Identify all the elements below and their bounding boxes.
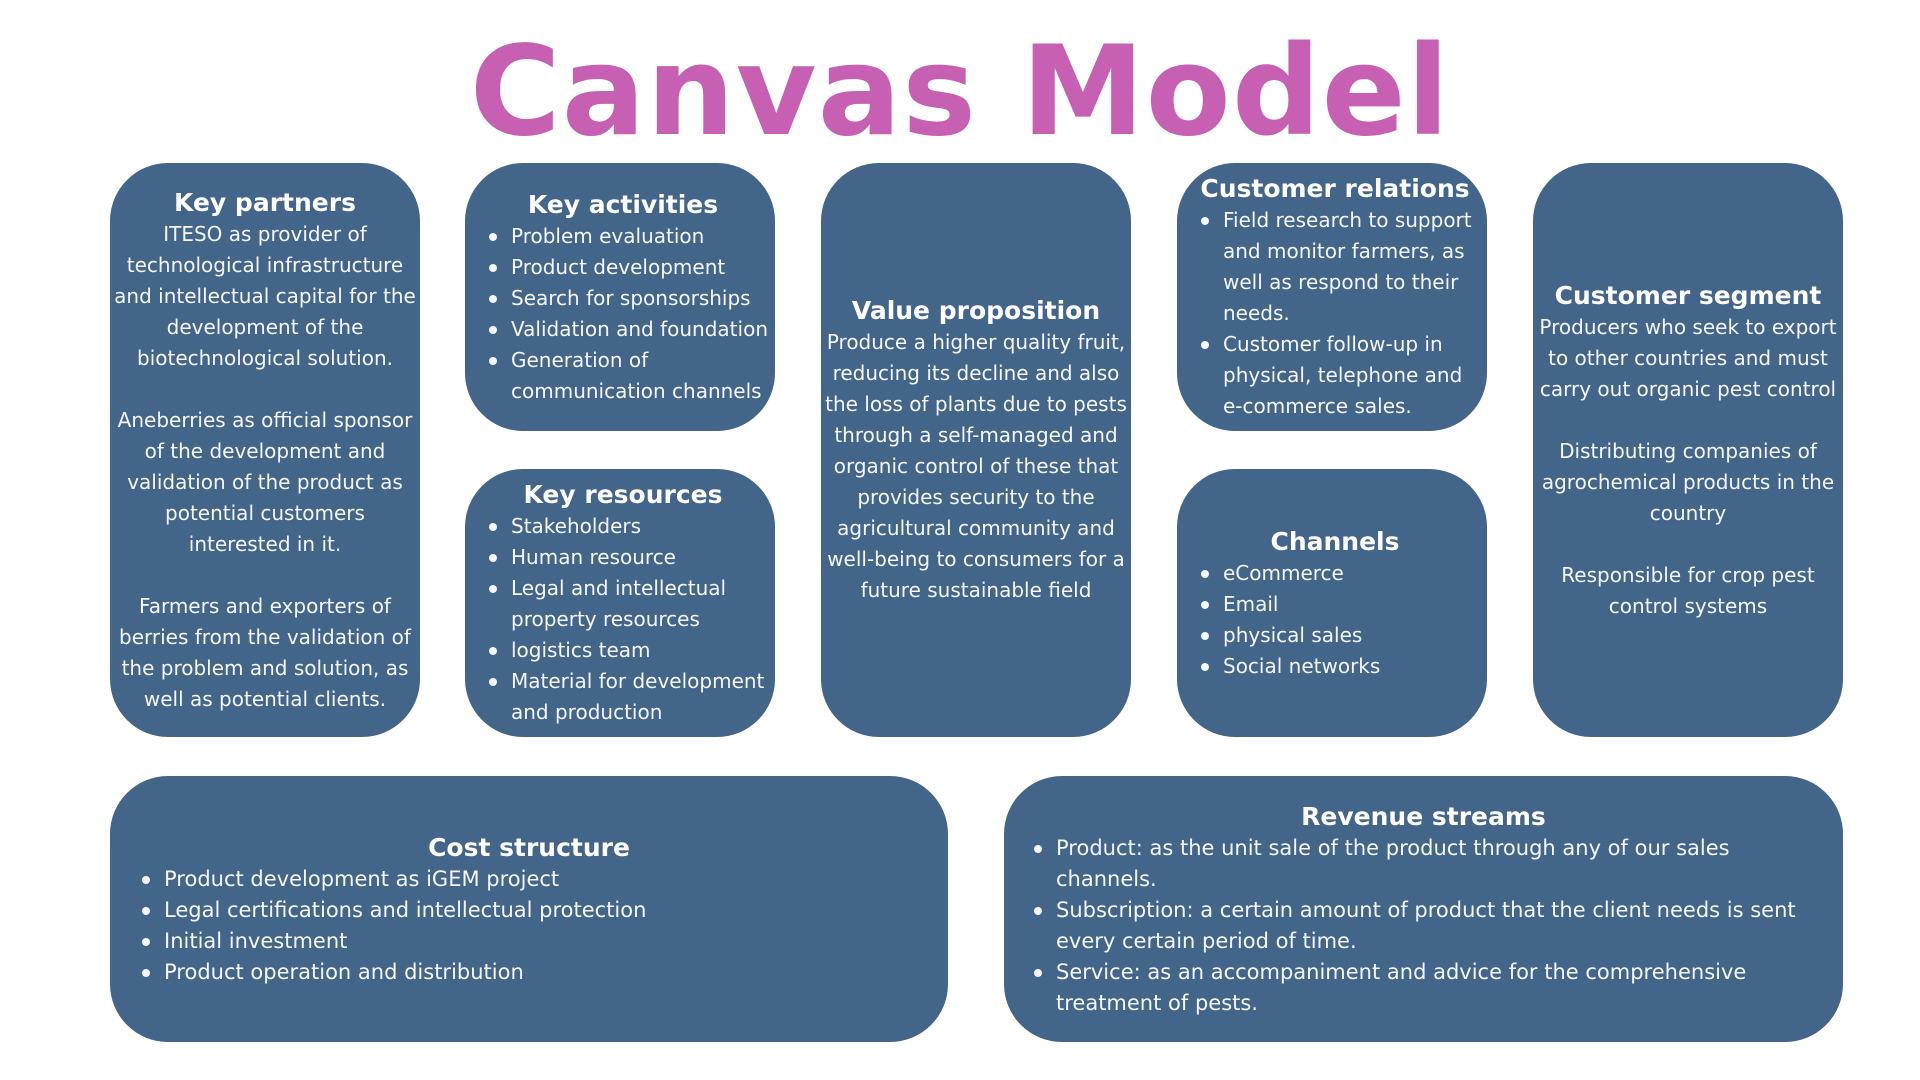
page-title: Canvas Model <box>469 20 1451 164</box>
key-partners-heading: Key partners <box>174 187 356 217</box>
revenue-streams-list: Product: as the unit sale of the product… <box>1022 833 1825 1019</box>
list-item: Search for sponsorships <box>477 283 769 314</box>
list-item: Legal certifications and intellectual pr… <box>130 895 928 926</box>
list-item: physical sales <box>1189 620 1481 651</box>
customer-segment-card: Customer segment Producers who seek to e… <box>1533 163 1843 737</box>
list-item: logistics team <box>477 635 769 666</box>
list-item: eCommerce <box>1189 558 1481 589</box>
key-partners-paragraph: Aneberries as official sponsor of the de… <box>117 407 413 556</box>
list-item: Stakeholders <box>477 511 769 542</box>
list-item: Product operation and distribution <box>130 957 928 988</box>
value-proposition-heading: Value proposition <box>851 296 1101 325</box>
customer-segment-heading: Customer segment <box>1554 280 1822 310</box>
key-activities-card: Key activities Problem evaluation Produc… <box>465 163 775 431</box>
value-proposition-card: Value proposition Produce a higher quali… <box>821 163 1131 737</box>
key-activities-list: Problem evaluation Product development S… <box>477 221 769 407</box>
key-resources-card: Key resources Stakeholders Human resourc… <box>465 469 775 737</box>
customer-relations-list: Field research to support and monitor fa… <box>1189 205 1481 422</box>
list-item: Field research to support and monitor fa… <box>1189 205 1481 329</box>
list-item: Problem evaluation <box>477 221 769 252</box>
customer-segment-paragraph: Distributing companies of agrochemical p… <box>1541 438 1835 525</box>
list-item: Product development as iGEM project <box>130 864 928 895</box>
list-item: Legal and intellectual property resource… <box>477 573 769 635</box>
list-item: Material for development and production <box>477 666 769 728</box>
list-item: Subscription: a certain amount of produc… <box>1022 895 1825 957</box>
list-item: Validation and foundation <box>477 314 769 345</box>
list-item: Human resource <box>477 542 769 573</box>
customer-relations-card: Customer relations Field research to sup… <box>1177 163 1487 431</box>
list-item: Initial investment <box>130 926 928 957</box>
list-item: Customer follow-up in physical, telephon… <box>1189 329 1481 422</box>
key-activities-heading: Key activities <box>527 189 719 219</box>
key-partners-paragraph: Farmers and exporters of berries from th… <box>119 593 411 711</box>
customer-relations-heading: Customer relations <box>1200 174 1470 203</box>
key-resources-list: Stakeholders Human resource Legal and in… <box>477 511 769 728</box>
cost-structure-heading: Cost structure <box>428 832 630 862</box>
key-resources-heading: Key resources <box>523 480 723 509</box>
revenue-streams-card: Revenue streams Product: as the unit sal… <box>1004 776 1843 1042</box>
customer-segment-paragraph: Producers who seek to export to other co… <box>1539 314 1837 401</box>
cost-structure-card: Cost structure Product development as iG… <box>110 776 948 1042</box>
list-item: Generation of communication channels <box>477 345 769 407</box>
list-item: Social networks <box>1189 651 1481 682</box>
list-item: Product: as the unit sale of the product… <box>1022 833 1825 895</box>
channels-card: Channels eCommerce Email physical sales … <box>1177 469 1487 737</box>
key-partners-paragraph: ITESO as provider of technological infra… <box>114 221 416 370</box>
list-item: Email <box>1189 589 1481 620</box>
key-partners-card: Key partners ITESO as provider of techno… <box>110 163 420 737</box>
channels-heading: Channels <box>1270 526 1400 556</box>
channels-list: eCommerce Email physical sales Social ne… <box>1189 558 1481 682</box>
customer-segment-paragraph: Responsible for crop pest control system… <box>1561 562 1815 618</box>
list-item: Service: as an accompaniment and advice … <box>1022 957 1825 1019</box>
revenue-streams-heading: Revenue streams <box>1301 801 1546 831</box>
list-item: Product development <box>477 252 769 283</box>
value-proposition-text: Produce a higher quality fruit, reducing… <box>825 330 1127 602</box>
cost-structure-list: Product development as iGEM project Lega… <box>130 864 928 988</box>
